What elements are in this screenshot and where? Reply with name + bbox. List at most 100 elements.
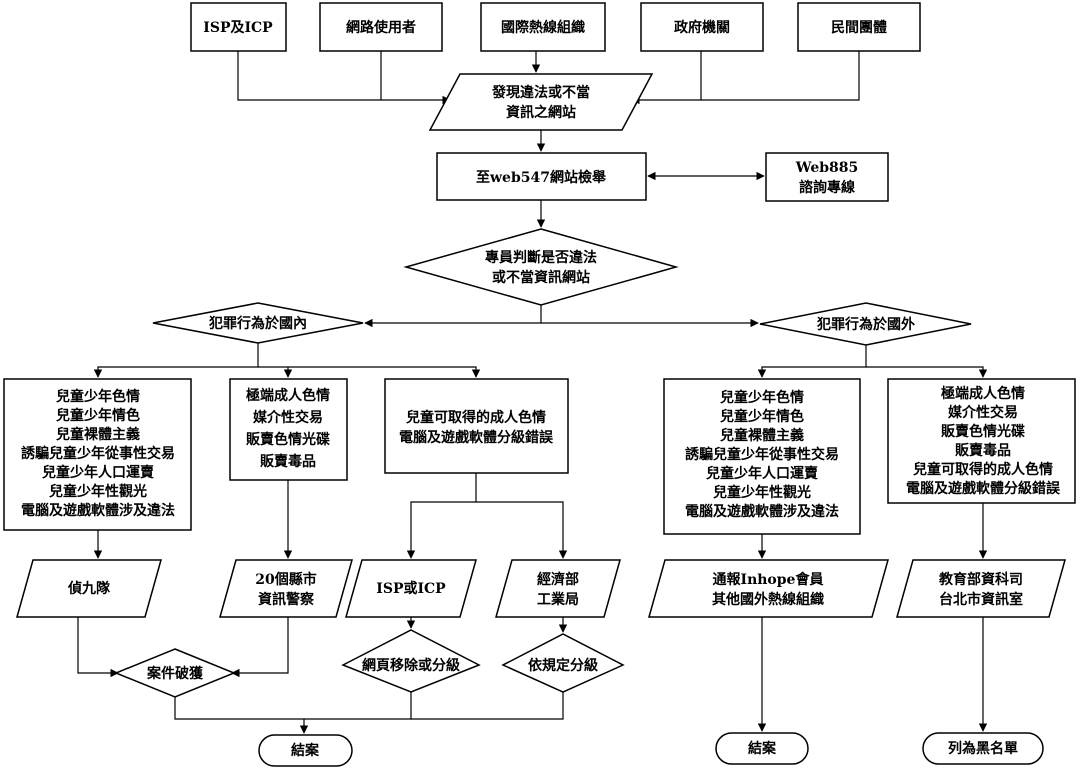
domestic-case2-item: 販賣色情光碟 <box>246 431 330 448</box>
connector-domestic-case1 <box>93 343 259 378</box>
domestic-case1-item: 誘騙兒童少年從事性交易 <box>21 445 175 462</box>
domestic-case1-item: 兒童少年色情 <box>56 388 140 405</box>
connectors <box>77 51 988 734</box>
solved-label: 案件破獲 <box>146 665 204 682</box>
source-gov-box <box>640 2 764 52</box>
report-box <box>436 152 647 201</box>
foreign-case2-item: 販賣色情光碟 <box>941 423 1025 440</box>
discover-label-line2: 資訊之網站 <box>506 104 576 121</box>
foreign-diamond <box>759 302 972 346</box>
discover-label-line1: 發現違法或不當 <box>491 84 590 101</box>
inhope-label-line1: 通報Inhope會員 <box>713 571 824 588</box>
isp-handler-label: ISP或ICP <box>376 580 446 597</box>
foreign-case1-item: 兒童裸體主義 <box>720 427 804 444</box>
police-shape <box>219 559 353 618</box>
foreign-case1-item: 兒童少年情色 <box>720 408 804 425</box>
source-ngo-label: 民間團體 <box>831 19 887 36</box>
domestic-case2-item: 販賣毒品 <box>260 453 316 470</box>
grade-label: 依規定分級 <box>528 657 598 674</box>
inhope-label-line2: 其他國外熱線組織 <box>712 591 824 608</box>
source-isp-label: ISP及ICP <box>203 20 273 36</box>
moe-label-line2: 台北市資訊室 <box>939 591 1023 608</box>
domestic-case1-list: 兒童少年色情 兒童少年情色 兒童裸體主義 誘騙兒童少年從事性交易 兒童少年人口運… <box>21 388 175 519</box>
consult-box <box>765 152 889 202</box>
connector-case3-isp <box>406 473 477 559</box>
inhope-shape <box>648 559 889 618</box>
connector-judge-domestic <box>364 305 542 328</box>
connector-foreign-case1 <box>757 343 867 378</box>
foreign-case2-item: 極端成人色情 <box>941 385 1025 402</box>
consult-label-line2: 諮詢專線 <box>799 179 855 196</box>
domestic-case1-item: 兒童少年性觀光 <box>49 483 147 500</box>
domestic-case2-item: 極端成人色情 <box>246 387 330 404</box>
shapes <box>3 2 1076 767</box>
remove-diamond <box>341 629 481 693</box>
connector-police-solved <box>231 617 289 678</box>
blacklist-terminator <box>922 732 1044 765</box>
connector-domestic-case3 <box>258 366 481 378</box>
moe-shape <box>896 559 1066 618</box>
domestic-case3-item: 電腦及遊戲軟體分級錯誤 <box>399 429 554 446</box>
domestic-case1-box <box>3 378 192 531</box>
foreign-case2-box <box>887 378 1076 504</box>
close2-terminator <box>715 732 809 765</box>
judge-label-line1: 專員判斷是否違法 <box>485 249 597 266</box>
foreign-case2-list: 極端成人色情 媒介性交易 販賣色情光碟 販賣毒品 兒童可取得的成人色情 電腦及遊… <box>906 385 1061 497</box>
domestic-case2-box <box>229 378 348 481</box>
foreign-case1-item: 電腦及遊戲軟體涉及違法 <box>685 503 839 520</box>
judge-label-line2: 或不當資訊網站 <box>492 269 590 286</box>
source-intl-label: 國際熱線組織 <box>501 19 585 36</box>
squad9-shape <box>16 559 162 618</box>
connector-case3-moea <box>476 501 568 559</box>
foreign-case2-item: 電腦及遊戲軟體分級錯誤 <box>906 480 1061 497</box>
domestic-label: 犯罪行為於國內 <box>208 315 307 332</box>
report-label: 至web547網站檢舉 <box>476 169 607 186</box>
squad9-label: 偵九隊 <box>67 580 111 597</box>
solved-diamond <box>114 648 236 698</box>
moe-label-line1: 教育部資科司 <box>939 571 1023 588</box>
foreign-case1-item: 誘騙兒童少年從事性交易 <box>685 446 839 463</box>
source-intl-box <box>480 2 606 52</box>
police-label-line2: 資訊警察 <box>258 591 315 608</box>
moea-label-line2: 工業局 <box>537 591 579 608</box>
moea-shape <box>495 559 621 618</box>
source-users-box <box>319 2 443 52</box>
foreign-case1-item: 兒童少年色情 <box>720 389 804 406</box>
source-ngo-box <box>797 2 921 52</box>
domestic-case3-item: 兒童可取得的成人色情 <box>406 409 546 426</box>
domestic-case3-box <box>384 378 569 474</box>
foreign-case1-item: 兒童少年人口運賣 <box>706 465 819 482</box>
labels: ISP及ICP 網路使用者 國際熱線組織 政府機關 民間團體 發現違法或不當 資… <box>21 19 1061 759</box>
isp-shape <box>345 559 477 618</box>
consult-label-line1: Web885 <box>795 160 859 176</box>
foreign-case1-list: 兒童少年色情 兒童少年情色 兒童裸體主義 誘騙兒童少年從事性交易 兒童少年人口運… <box>685 389 839 520</box>
domestic-case1-item: 兒童少年人口運賣 <box>42 464 155 481</box>
close1-terminator <box>258 734 353 767</box>
blacklist-label: 列為黑名單 <box>948 740 1018 757</box>
moea-label-line1: 經濟部 <box>537 571 579 588</box>
source-isp-box <box>190 2 287 52</box>
judge-diamond <box>403 228 679 306</box>
foreign-case2-item: 媒介性交易 <box>947 404 1018 421</box>
connector-isp-discover <box>237 51 451 105</box>
source-users-label: 網路使用者 <box>346 19 416 36</box>
connector-squad9-solved <box>77 617 119 678</box>
domestic-case2-item: 媒介性交易 <box>252 409 323 426</box>
connector-solved-close <box>174 697 309 734</box>
foreign-case2-item: 兒童可取得的成人色情 <box>913 461 1053 478</box>
grade-diamond <box>501 633 625 693</box>
domestic-case2-list: 極端成人色情 媒介性交易 販賣色情光碟 販賣毒品 <box>246 387 330 470</box>
connector-foreign-case2 <box>866 366 988 378</box>
domestic-case1-item: 兒童裸體主義 <box>56 426 140 443</box>
domestic-case1-item: 電腦及遊戲軟體涉及違法 <box>21 502 175 519</box>
domestic-diamond <box>152 302 364 344</box>
foreign-case1-item: 兒童少年性觀光 <box>713 484 811 501</box>
foreign-case2-item: 販賣毒品 <box>955 442 1011 459</box>
foreign-label: 犯罪行為於國外 <box>816 316 915 333</box>
connector-grade-close <box>411 692 564 720</box>
domestic-case3-list: 兒童可取得的成人色情 電腦及遊戲軟體分級錯誤 <box>399 409 554 446</box>
discover-shape <box>428 73 654 131</box>
connector-ngo-discover <box>701 51 860 101</box>
close1-label: 結案 <box>291 742 320 759</box>
